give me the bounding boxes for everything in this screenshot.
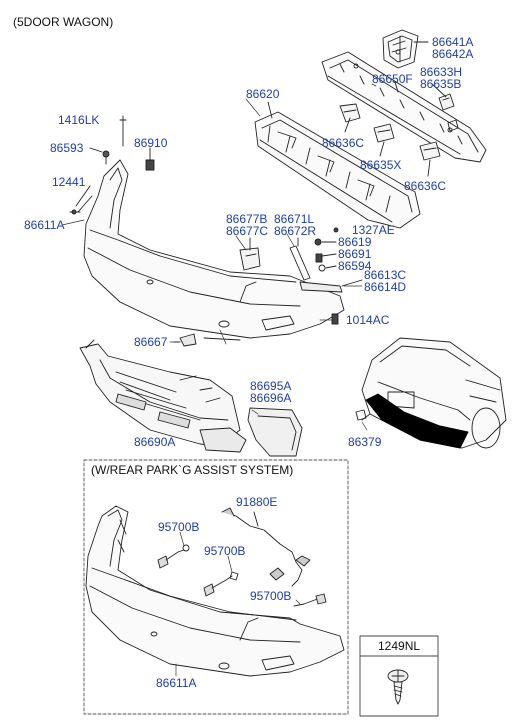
fastener-1327ae-drawing bbox=[333, 227, 339, 233]
fastener-86593-drawing bbox=[89, 147, 110, 165]
energy-absorber-drawing bbox=[254, 101, 421, 229]
label-86695a[interactable]: 86695A bbox=[250, 379, 292, 393]
sensor-95700b-3-drawing bbox=[293, 593, 327, 607]
assist-system-box bbox=[83, 459, 349, 715]
clip-86667-drawing bbox=[173, 333, 197, 347]
label-95700b-1[interactable]: 95700B bbox=[158, 520, 200, 534]
label-86620[interactable]: 86620 bbox=[246, 87, 280, 101]
label-86619[interactable]: 86619 bbox=[338, 235, 372, 249]
label-86635x[interactable]: 86635X bbox=[360, 158, 402, 172]
fastener-86910-drawing bbox=[145, 147, 155, 171]
bracket-86677b-drawing bbox=[239, 237, 261, 271]
label-86677b[interactable]: 86677B bbox=[226, 212, 268, 226]
label-86593[interactable]: 86593 bbox=[50, 141, 84, 155]
fastener-86619-drawing bbox=[314, 238, 337, 246]
label-86910[interactable]: 86910 bbox=[134, 136, 168, 150]
label-86677c[interactable]: 86677C bbox=[226, 224, 269, 238]
bracket-86641a-drawing bbox=[382, 29, 429, 69]
label-86696a[interactable]: 86696A bbox=[250, 391, 292, 405]
label-86613c[interactable]: 86613C bbox=[364, 268, 407, 282]
bracket-86636c-left-drawing bbox=[339, 103, 361, 133]
label-86594[interactable]: 86594 bbox=[338, 259, 372, 273]
assist-system-title: (W/REAR PARK`G ASSIST SYSTEM) bbox=[91, 463, 294, 477]
label-86379[interactable]: 86379 bbox=[348, 435, 382, 449]
label-86614d[interactable]: 86614D bbox=[364, 280, 407, 294]
wiring-harness-drawing bbox=[221, 507, 311, 587]
reinforcement-beam-drawing bbox=[321, 51, 487, 163]
bumper-cover-top-drawing bbox=[83, 159, 345, 341]
label-86641a[interactable]: 86641A bbox=[432, 35, 474, 49]
trim-86671l-drawing bbox=[289, 237, 311, 281]
screw-12441-drawing bbox=[69, 185, 93, 215]
label-86636c-left[interactable]: 86636C bbox=[322, 136, 365, 150]
label-86672r[interactable]: 86672R bbox=[274, 224, 317, 238]
leader-lines bbox=[61, 83, 377, 677]
label-1014ac[interactable]: 1014AC bbox=[346, 313, 390, 327]
sensor-95700b-1-drawing bbox=[157, 544, 190, 569]
label-91880e[interactable]: 91880E bbox=[236, 495, 278, 509]
label-86633h[interactable]: 86633H bbox=[420, 65, 463, 79]
label-86671l[interactable]: 86671L bbox=[274, 212, 315, 226]
label-95700b-2[interactable]: 95700B bbox=[204, 544, 246, 558]
label-86667[interactable]: 86667 bbox=[134, 335, 168, 349]
bracket-86633h-drawing bbox=[431, 83, 459, 132]
fastener-86691-drawing bbox=[315, 253, 337, 263]
label-1416lk[interactable]: 1416LK bbox=[58, 113, 100, 127]
mud-guard-drawing bbox=[247, 407, 303, 457]
label-86636c-right[interactable]: 86636C bbox=[404, 179, 447, 193]
fastener-box-title: 1249NL bbox=[378, 639, 421, 653]
bracket-86635x-drawing bbox=[373, 123, 395, 157]
label-86691[interactable]: 86691 bbox=[338, 247, 372, 261]
screw-1249nl-drawing bbox=[387, 669, 409, 705]
label-86611a-top[interactable]: 86611A bbox=[24, 218, 65, 232]
label-86642a[interactable]: 86642A bbox=[432, 47, 474, 61]
fastener-1416lk-drawing bbox=[119, 115, 127, 147]
under-cover-drawing bbox=[79, 339, 247, 453]
label-86650f[interactable]: 86650F bbox=[372, 72, 413, 86]
label-86690a[interactable]: 86690A bbox=[134, 435, 176, 449]
label-12441[interactable]: 12441 bbox=[52, 175, 86, 189]
fastener-box bbox=[359, 635, 439, 717]
diagram-title: (5DOOR WAGON) bbox=[13, 15, 114, 29]
reflector-86613c-drawing bbox=[299, 279, 363, 293]
label-95700b-3[interactable]: 95700B bbox=[250, 589, 292, 603]
label-1327ae[interactable]: 1327AE bbox=[352, 223, 395, 237]
sensor-95700b-2-drawing bbox=[203, 571, 239, 597]
bracket-86636c-right-drawing bbox=[419, 141, 441, 177]
screw-1014ac-drawing bbox=[331, 313, 339, 325]
vehicle-rear-view-drawing bbox=[355, 337, 507, 449]
bumper-cover-bottom-drawing bbox=[85, 505, 345, 677]
label-86635b[interactable]: 86635B bbox=[420, 77, 462, 91]
label-86611a-bottom[interactable]: 86611A bbox=[156, 676, 197, 690]
fastener-86594-drawing bbox=[318, 264, 337, 272]
